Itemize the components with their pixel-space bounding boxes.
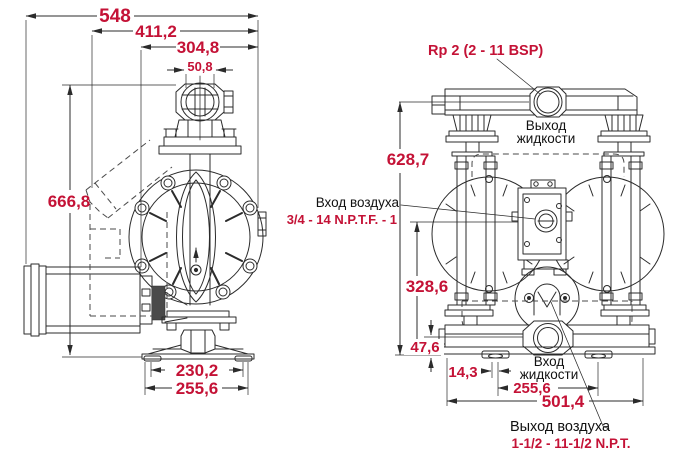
chamber-spokes [149, 190, 243, 285]
label-air-inlet-thread: 3/4 - 14 N.P.T.F. - 1 [287, 212, 397, 227]
dim-411-2: 411,2 [135, 22, 177, 41]
dim-14-3: 14,3 [448, 364, 477, 381]
label-liquid-outlet-line1: Выход [526, 118, 567, 133]
leader-lines [400, 58, 610, 430]
dim-255-6-right: 255,6 [513, 380, 551, 397]
muffler-alt-position-dashed [85, 139, 173, 317]
dim-666-8: 666,8 [48, 192, 91, 211]
dim-501-4: 501,4 [542, 392, 585, 411]
muffler [23, 263, 188, 337]
left-view-dimensions: 548 411,2 304,8 50,8 666,8 230,2 255,6 [25, 6, 259, 398]
dim-230-2: 230,2 [176, 361, 219, 380]
bottom-clamp-left [444, 304, 494, 327]
label-liquid-inlet-line1: Вход [534, 354, 565, 369]
bottom-clamp-right [600, 304, 650, 327]
label-air-inlet: Вход воздуха [316, 195, 400, 210]
leader-rp2 [496, 58, 541, 95]
pump-chamber [128, 169, 267, 305]
right-view-dimensions: 628,7 328,6 47,6 14,3 255,6 501,4 [387, 101, 644, 411]
label-air-outlet-thread: 1-1/2 - 11-1/2 N.P.T. [511, 436, 630, 451]
bottom-manifold [438, 320, 656, 359]
label-liquid-outlet-line2: жидкости [517, 131, 576, 146]
dim-304-8: 304,8 [177, 38, 220, 57]
leader-air-outlet [550, 301, 610, 430]
air-valve-top [175, 75, 234, 141]
top-clamp-right [597, 114, 651, 157]
dim-50-8: 50,8 [187, 59, 212, 74]
right-view-drawing [400, 58, 665, 430]
dim-328-6: 328,6 [406, 277, 449, 296]
air-inlet-port [534, 209, 558, 233]
right-view-annotations: Rp 2 (2 - 11 BSP) Выход жидкости Вход во… [287, 43, 631, 451]
top-clamp-left [445, 114, 499, 157]
diaphragm-domes [431, 175, 665, 293]
air-exhaust-port [514, 266, 580, 332]
left-view-drawing [23, 75, 267, 362]
base-assembly [141, 310, 255, 362]
label-rp2-thread: Rp 2 (2 - 11 BSP) [428, 43, 543, 59]
dim-548: 548 [99, 6, 131, 27]
dim-255-6-left: 255,6 [176, 379, 219, 398]
dim-628-7: 628,7 [387, 150, 430, 169]
dim-47-6: 47,6 [410, 339, 439, 356]
label-liquid-inlet-line2: жидкости [520, 367, 579, 382]
leader-air-inlet [400, 204, 536, 220]
chamber-bolts [134, 175, 258, 300]
label-air-outlet: Выход воздуха [510, 419, 611, 435]
neck-flange [158, 119, 242, 155]
center-valve-block [511, 179, 573, 276]
